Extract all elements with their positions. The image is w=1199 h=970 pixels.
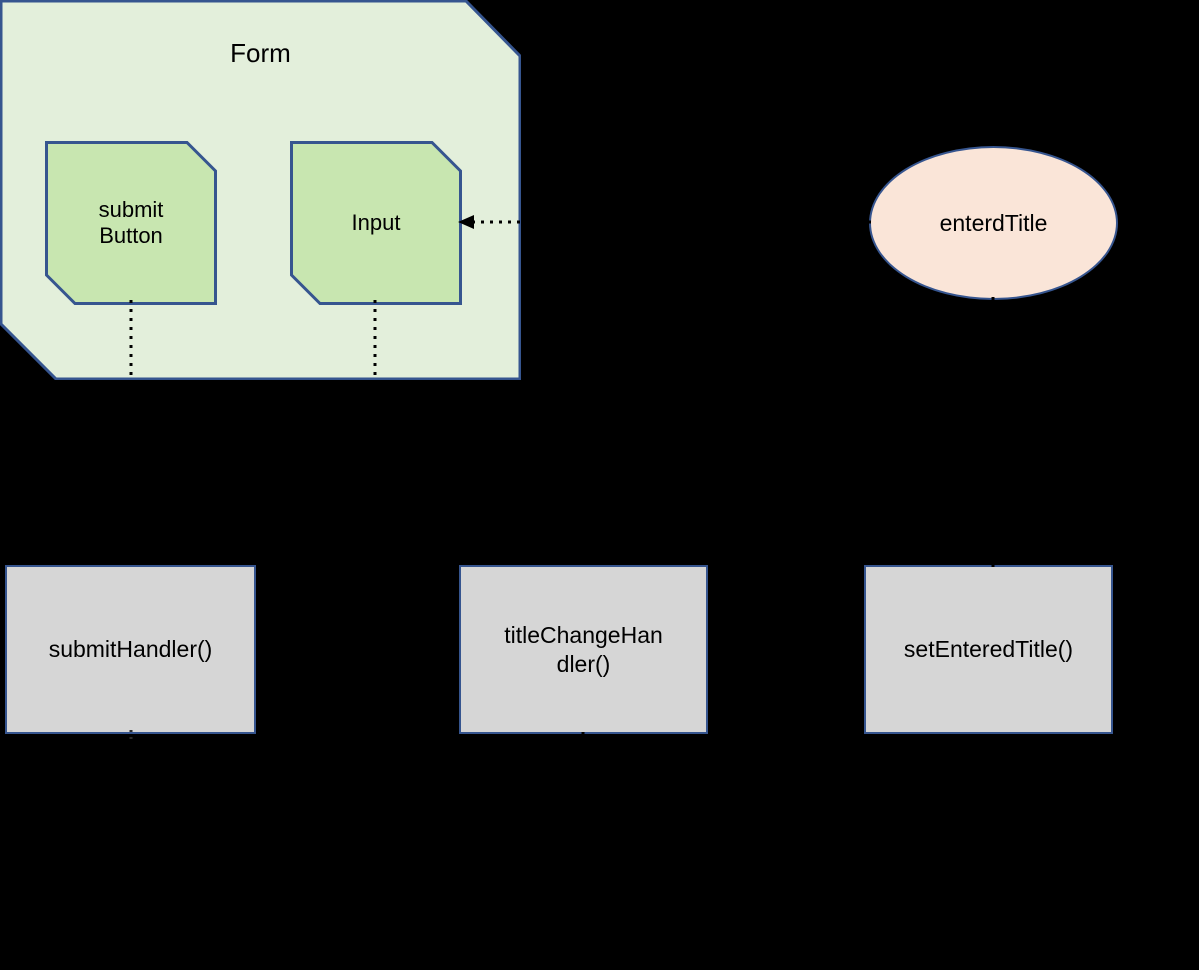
submit-handler-function-node[interactable]: submitHandler() bbox=[5, 565, 256, 734]
input-node[interactable]: Input bbox=[290, 141, 462, 305]
submit-button-label: submit Button bbox=[45, 141, 217, 305]
submit-button-label-line2: Button bbox=[99, 223, 163, 248]
title-change-handler-label: titleChangeHan dler() bbox=[504, 621, 663, 679]
connector-setenteredtitle-to-enterdtitle bbox=[991, 297, 995, 567]
title-change-handler-function-node[interactable]: titleChangeHan dler() bbox=[459, 565, 708, 734]
input-label: Input bbox=[290, 141, 462, 305]
submit-button-outline bbox=[45, 141, 217, 305]
set-entered-title-function-node[interactable]: setEnteredTitle() bbox=[864, 565, 1113, 734]
title-change-handler-label-line2: dler() bbox=[556, 650, 611, 677]
enterd-title-label: enterdTitle bbox=[939, 209, 1048, 236]
connector-titlechangehandler-to-setenteredtitle bbox=[581, 732, 990, 832]
submit-handler-label: submitHandler() bbox=[48, 636, 213, 663]
form-title-label: Form bbox=[230, 38, 291, 68]
submit-button-label-line1: submit bbox=[98, 197, 164, 222]
input-label-line1: Input bbox=[351, 210, 401, 235]
title-change-handler-label-line1: titleChangeHan bbox=[504, 621, 663, 648]
legend: HTML 태그 변수 함수 bbox=[0, 898, 1199, 964]
set-entered-title-label: setEnteredTitle() bbox=[903, 636, 1074, 663]
submit-button-node[interactable]: submit Button bbox=[45, 141, 217, 305]
enterd-title-variable-node[interactable]: enterdTitle bbox=[869, 146, 1118, 300]
